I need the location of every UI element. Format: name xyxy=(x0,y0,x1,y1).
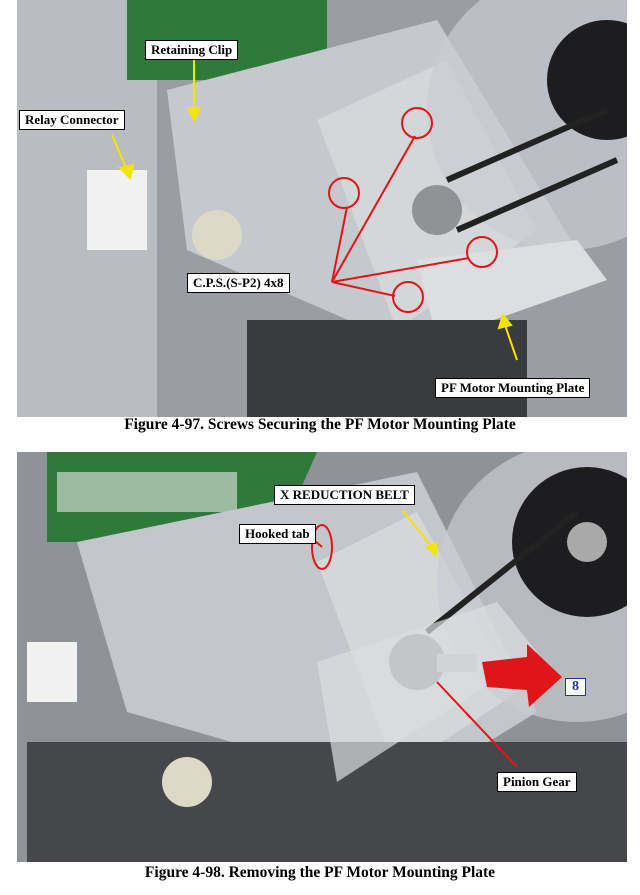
removal-arrow xyxy=(482,644,562,707)
step-number-badge: 8 xyxy=(565,678,586,696)
figure-4-97-caption: Figure 4-97. Screws Securing the PF Moto… xyxy=(124,416,516,433)
photo-illustration xyxy=(17,452,627,862)
pinion-gear-label: Pinion Gear xyxy=(497,772,577,792)
pf-motor-mounting-plate-label: PF Motor Mounting Plate xyxy=(435,378,591,398)
screw-leader-lines xyxy=(331,135,470,297)
figure-4-97-photo: Retaining Clip Relay Connector C.P.S.(S-… xyxy=(17,0,627,417)
screw-circles xyxy=(328,107,498,313)
relay-connector-label: Relay Connector xyxy=(19,110,125,130)
hooked-tab-label: Hooked tab xyxy=(239,524,316,544)
figure-4-98-photo: X REDUCTION BELT Hooked tab Pinion Gear … xyxy=(17,452,627,862)
hooked-tab-circle xyxy=(311,524,333,570)
photo-illustration xyxy=(17,0,627,417)
yellow-arrows xyxy=(111,60,518,361)
figure-4-98-caption: Figure 4-98. Removing the PF Motor Mount… xyxy=(144,864,496,881)
retaining-clip-label: Retaining Clip xyxy=(145,40,239,60)
x-reduction-belt-label: X REDUCTION BELT xyxy=(274,485,415,505)
screws-label: C.P.S.(S-P2) 4x8 xyxy=(187,273,290,293)
